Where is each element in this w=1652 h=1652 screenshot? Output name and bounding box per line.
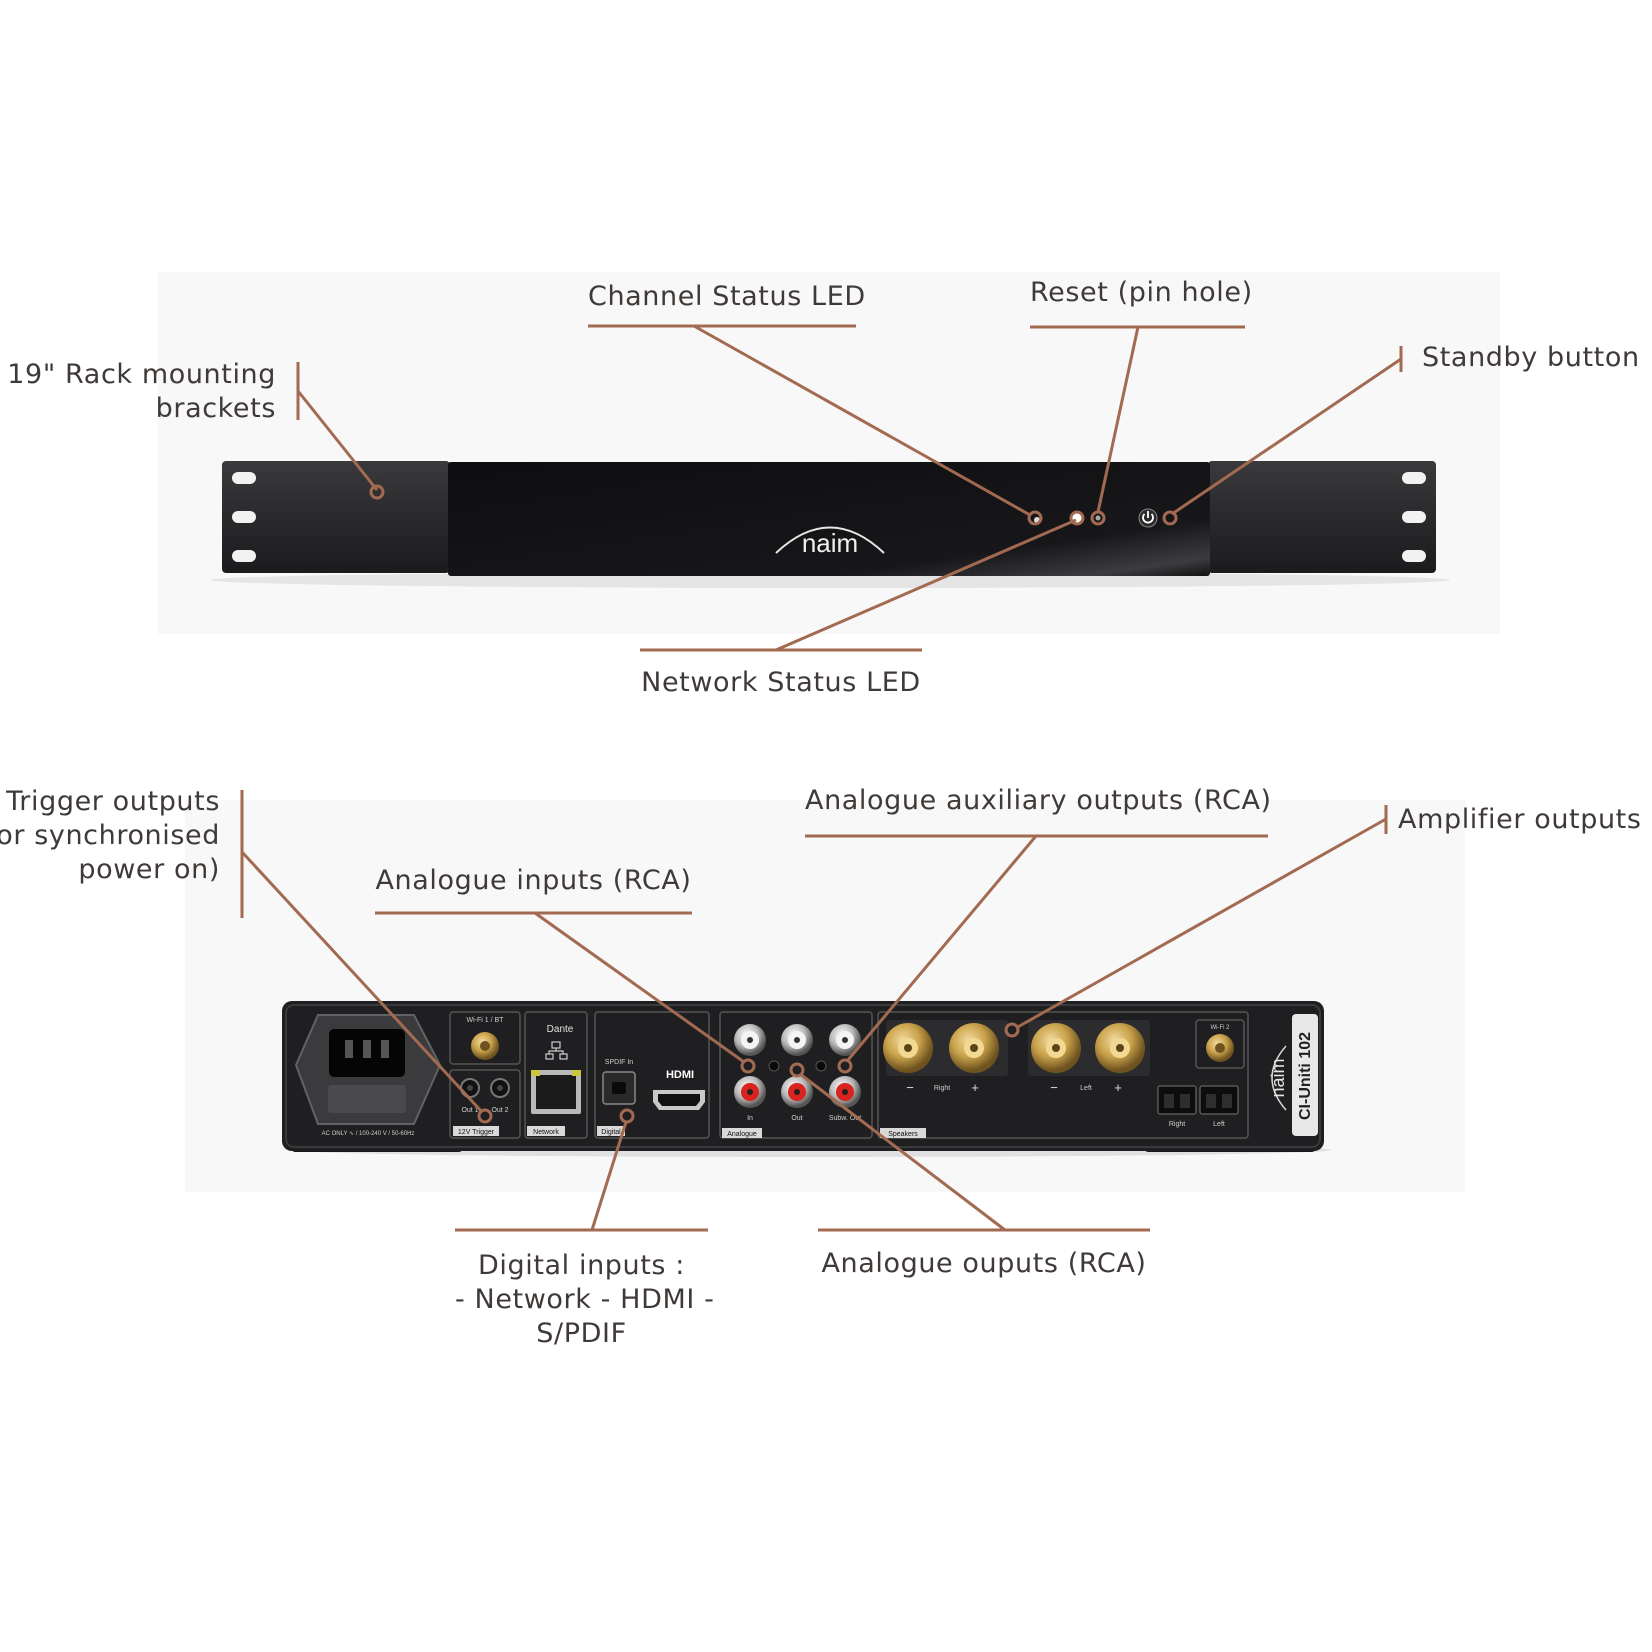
label-channel-status-led: Channel Status LED	[588, 281, 866, 312]
svg-text:Subw. Out: Subw. Out	[829, 1115, 861, 1122]
svg-text:Out 1: Out 1	[461, 1107, 478, 1114]
front-fascia	[448, 462, 1210, 576]
svg-text:AC ONLY ∿ / 100-240 V / 50-60H: AC ONLY ∿ / 100-240 V / 50-60Hz	[322, 1131, 415, 1137]
svg-text:Analogue: Analogue	[727, 1131, 757, 1138]
svg-text:Digital: Digital	[601, 1129, 621, 1136]
callouts-rear	[240, 790, 1388, 1232]
svg-text:HDMI: HDMI	[666, 1069, 694, 1081]
right-rack-bracket	[1208, 461, 1436, 573]
label-amplifier-outputs: Amplifier outputs	[1398, 804, 1642, 835]
speaker-terminal-right-neg	[883, 1023, 933, 1073]
hdmi-port	[653, 1090, 705, 1110]
ethernet-port	[531, 1070, 581, 1114]
label-analogue-outputs: Analogue ouputs (RCA)	[821, 1248, 1147, 1279]
svg-text:Right: Right	[934, 1085, 950, 1092]
label-rack-brackets: 19" Rack mounting brackets	[7, 359, 276, 424]
svg-text:−: −	[1050, 1080, 1058, 1095]
rca-sub-out-red	[829, 1076, 861, 1108]
rear-logo: naim	[1268, 1045, 1288, 1111]
label-analogue-inputs: Analogue inputs (RCA)	[375, 865, 692, 896]
wifi2-antenna-connector	[1206, 1034, 1234, 1062]
network-icon	[545, 1041, 568, 1060]
svg-text:Wi-Fi 2: Wi-Fi 2	[1211, 1025, 1231, 1031]
power-icon	[1142, 511, 1154, 524]
svg-text:+: +	[1114, 1080, 1122, 1095]
svg-text:naim: naim	[1268, 1058, 1288, 1097]
spdif-optical-input	[602, 1071, 636, 1105]
rca-aux-out-2	[781, 1024, 813, 1056]
trigger-out-2-jack	[490, 1078, 510, 1098]
model-name: CI-Uniti 102	[1297, 1032, 1314, 1120]
iec-power-inlet: AC ONLY ∿ / 100-240 V / 50-60Hz	[294, 1014, 442, 1137]
label-digital-inputs: Digital inputs : - Network - HDMI - S/PD…	[455, 1250, 715, 1349]
front-unit: naim	[210, 461, 1450, 588]
speaker-terminal-left-neg	[1031, 1023, 1081, 1073]
speaker-terminal-right-pos	[949, 1023, 999, 1073]
label-trigger-outputs: Trigger outputs for synchronised power o…	[0, 786, 220, 885]
reset-pin-hole[interactable]	[1095, 515, 1101, 521]
label-analogue-aux-outputs: Analogue auxiliary outputs (RCA)	[805, 785, 1272, 816]
label-standby-button: Standby button	[1422, 342, 1640, 373]
svg-text:In: In	[747, 1115, 753, 1122]
svg-text:Wi-Fi 1 / BT: Wi-Fi 1 / BT	[467, 1017, 505, 1024]
front-logo: naim	[802, 528, 858, 558]
amp-output-left	[1199, 1085, 1239, 1115]
svg-text:Out: Out	[791, 1115, 802, 1122]
wifi-antenna-connector	[471, 1032, 499, 1060]
left-rack-bracket	[222, 461, 450, 573]
svg-text:SPDIF In: SPDIF In	[605, 1059, 634, 1066]
label-reset-pin-hole: Reset (pin hole)	[1030, 277, 1253, 308]
svg-text:Speakers: Speakers	[888, 1131, 918, 1138]
speaker-terminal-left-pos	[1095, 1023, 1145, 1073]
svg-text:Right: Right	[1169, 1121, 1185, 1128]
svg-text:−: −	[906, 1080, 914, 1095]
rca-aux-out-1	[734, 1024, 766, 1056]
standby-button[interactable]	[1138, 508, 1158, 528]
callouts-front	[296, 324, 1403, 652]
svg-text:Out 2: Out 2	[491, 1107, 508, 1114]
svg-text:12V Trigger: 12V Trigger	[458, 1129, 495, 1136]
svg-text:+: +	[971, 1080, 979, 1095]
rca-in-red	[734, 1076, 766, 1108]
rca-aux-out-3	[829, 1024, 861, 1056]
amp-output-right	[1157, 1085, 1197, 1115]
svg-text:Left: Left	[1080, 1085, 1092, 1092]
rca-out-red	[781, 1076, 813, 1108]
svg-text:Dante: Dante	[547, 1024, 574, 1035]
label-network-status-led: Network Status LED	[641, 667, 921, 698]
svg-text:Left: Left	[1213, 1121, 1225, 1128]
svg-text:Network: Network	[533, 1129, 559, 1136]
